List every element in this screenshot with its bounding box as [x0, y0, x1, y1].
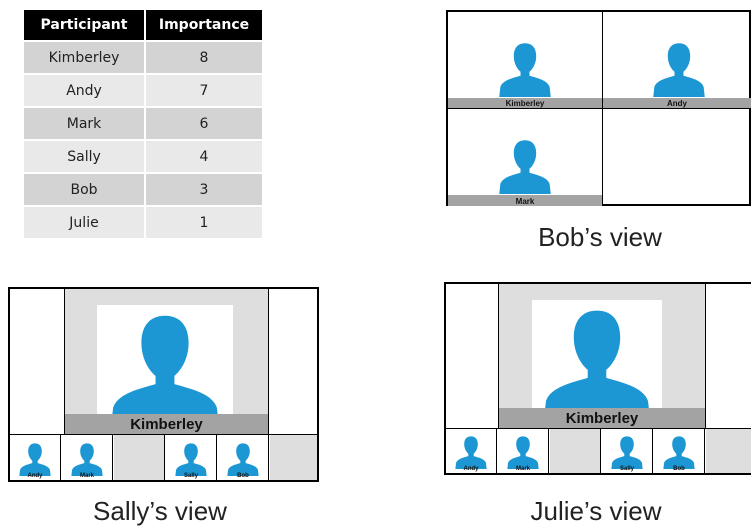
participant-importance: 4 — [145, 139, 262, 173]
participant-name: Kimberley — [24, 40, 146, 74]
empty-tile — [603, 109, 751, 206]
main-speaker-panel[interactable]: Kimberley — [64, 289, 269, 434]
thumbnail-tile[interactable]: Bob — [218, 435, 269, 480]
thumbnail-tile[interactable]: Mark — [498, 429, 549, 473]
participant-importance: 8 — [145, 40, 262, 74]
thumb-name: Mark — [79, 473, 94, 479]
person-avatar-icon — [663, 436, 695, 469]
empty-thumbnail — [270, 435, 317, 480]
person-avatar-icon — [110, 315, 220, 429]
person-avatar-icon — [227, 443, 259, 476]
participant-importance: 7 — [145, 73, 262, 107]
person-avatar-icon — [543, 310, 651, 422]
participant-name: Sally — [24, 139, 146, 173]
person-avatar-icon — [175, 443, 207, 476]
thumb-name: Bob — [237, 473, 249, 479]
thumb-name: Andy — [27, 473, 43, 479]
participant-name: Bob — [24, 172, 146, 206]
person-avatar-icon — [507, 436, 539, 469]
empty-thumbnail — [114, 435, 165, 480]
main-speaker-panel[interactable]: Kimberley — [498, 284, 706, 428]
empty-thumbnail — [706, 429, 751, 473]
name-bar: Kimberley — [499, 408, 705, 428]
thumb-name: Andy — [463, 466, 479, 472]
thumbnail-tile[interactable]: Bob — [654, 429, 705, 473]
header-importance: Importance — [145, 10, 262, 41]
name-bar: Kimberley — [448, 98, 602, 108]
table-row: Andy 7 — [24, 73, 262, 107]
person-avatar-icon — [19, 443, 51, 476]
table-row: Bob 3 — [24, 172, 262, 206]
grid-divider — [10, 434, 317, 435]
importance-table: Participant Importance Kimberley 8 Andy … — [24, 10, 262, 238]
table-header-row: Participant Importance — [24, 10, 262, 41]
video-tile[interactable]: Kimberley — [448, 12, 602, 108]
header-participant: Participant — [24, 10, 146, 41]
sally-view-caption: Sally’s view — [93, 496, 227, 526]
name-bar: Mark — [448, 195, 602, 206]
participant-name: Julie — [24, 205, 146, 238]
video-tile[interactable]: Mark — [448, 109, 602, 206]
table-row: Mark 6 — [24, 106, 262, 140]
participant-name: Andy — [24, 73, 146, 107]
thumb-name: Mark — [515, 466, 530, 472]
participant-importance: 1 — [145, 205, 262, 238]
table-row: Kimberley 8 — [24, 40, 262, 74]
person-avatar-icon — [499, 140, 551, 194]
empty-thumbnail — [550, 429, 601, 473]
person-avatar-icon — [455, 436, 487, 469]
grid-divider — [448, 108, 751, 109]
person-avatar-icon — [71, 443, 103, 476]
thumb-name: Bob — [673, 466, 685, 472]
name-bar: Kimberley — [65, 414, 268, 434]
participant-name: Mark — [24, 106, 146, 140]
person-avatar-icon — [499, 43, 551, 97]
video-tile[interactable]: Andy — [603, 12, 751, 108]
thumbnail-tile[interactable]: Mark — [62, 435, 113, 480]
julie-view-frame: Kimberley Andy Mark Sally Bob — [444, 282, 751, 475]
thumb-name: Sally — [619, 466, 634, 472]
table-row: Sally 4 — [24, 139, 262, 173]
grid-divider — [602, 12, 603, 206]
thumbnail-tile[interactable]: Sally — [166, 435, 217, 480]
table-row: Julie 1 — [24, 205, 262, 238]
grid-divider — [446, 428, 751, 429]
bob-view-caption: Bob’s view — [538, 222, 662, 252]
person-avatar-icon — [653, 43, 705, 97]
bob-view-frame: Kimberley Andy Mark — [446, 10, 751, 206]
thumbnail-tile[interactable]: Andy — [446, 429, 497, 473]
thumbnail-tile[interactable]: Andy — [10, 435, 61, 480]
participant-importance: 6 — [145, 106, 262, 140]
sally-view-frame: Kimberley Andy Mark Sally Bob — [8, 287, 319, 482]
name-bar: Andy — [603, 98, 751, 108]
person-avatar-icon — [611, 436, 643, 469]
thumbnail-tile[interactable]: Sally — [602, 429, 653, 473]
participant-importance: 3 — [145, 172, 262, 206]
julie-view-caption: Julie’s view — [530, 496, 662, 526]
thumb-name: Sally — [183, 473, 198, 479]
